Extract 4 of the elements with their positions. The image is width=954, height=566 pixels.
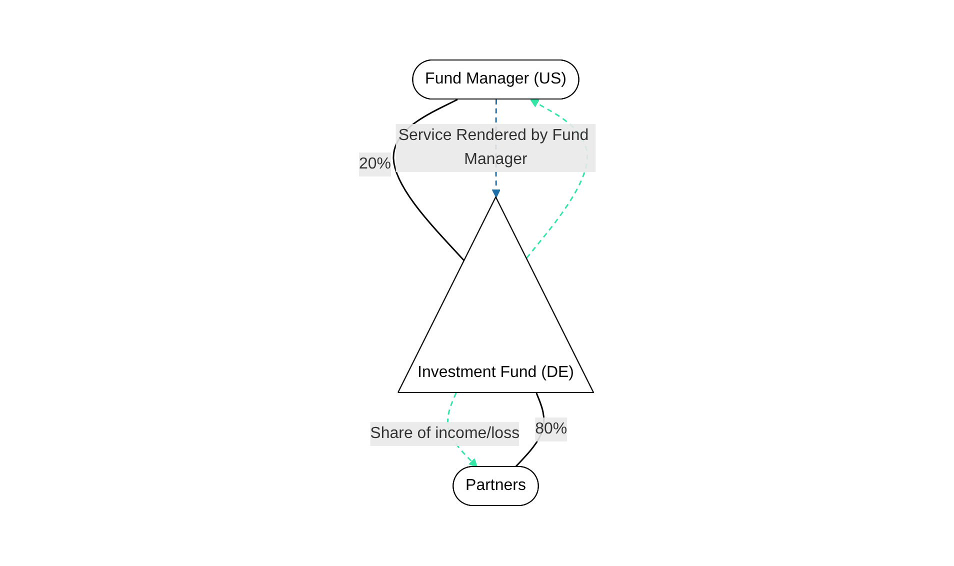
- edge-label: 20%: [358, 156, 391, 173]
- edge-label: Service Rendered by Fund Manager: [398, 127, 588, 168]
- edge-label: Share of income/loss: [370, 425, 520, 442]
- edge-label: 80%: [534, 420, 567, 438]
